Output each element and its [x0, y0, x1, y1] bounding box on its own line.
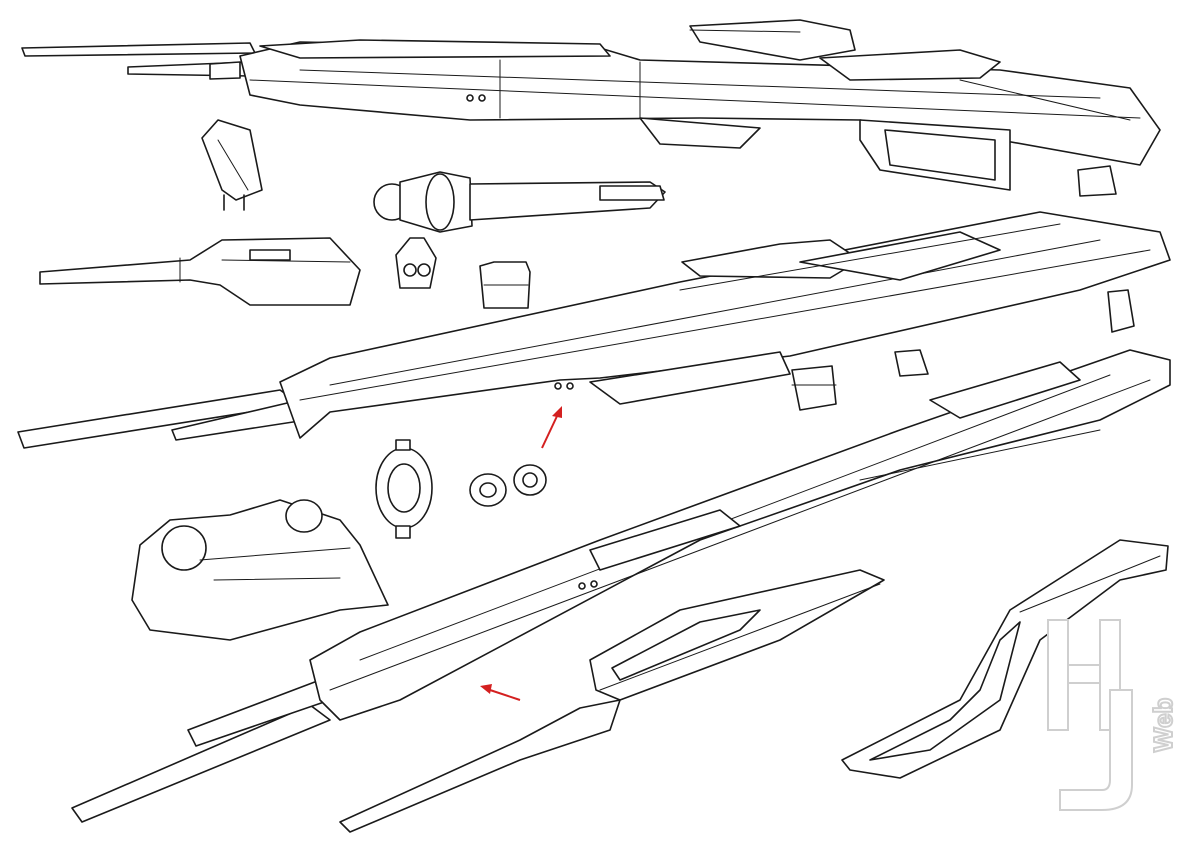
rifle-perspective-lower: [71, 349, 1171, 823]
parts-curved-arm: [841, 539, 1169, 779]
rifle-perspective-middle: [17, 211, 1171, 449]
hj-web-logo-icon: Web: [1047, 619, 1179, 811]
annotation-arrow-up: [541, 406, 562, 449]
parts-round-washer-b: [513, 464, 547, 496]
parts-cap-b: [1077, 165, 1117, 197]
parts-grip-block: [131, 499, 389, 641]
parts-oval-hinge: [375, 439, 433, 539]
parts-long-blade: [339, 569, 885, 833]
parts-barrel-unit: [373, 171, 666, 233]
parts-cap-c: [1107, 289, 1135, 333]
parts-socket-piece: [395, 237, 437, 289]
parts-round-washer-a: [469, 473, 507, 507]
parts-cap-d: [894, 349, 929, 377]
parts-cap-a: [479, 261, 531, 309]
parts-scope-module: [39, 237, 361, 306]
parts-small-blade: [201, 119, 263, 211]
annotation-arrow-left: [480, 684, 521, 701]
rifle-side-view-top: [21, 19, 1161, 191]
parts-cap-e: [791, 365, 837, 411]
svg-text:Web: Web: [1148, 698, 1178, 752]
